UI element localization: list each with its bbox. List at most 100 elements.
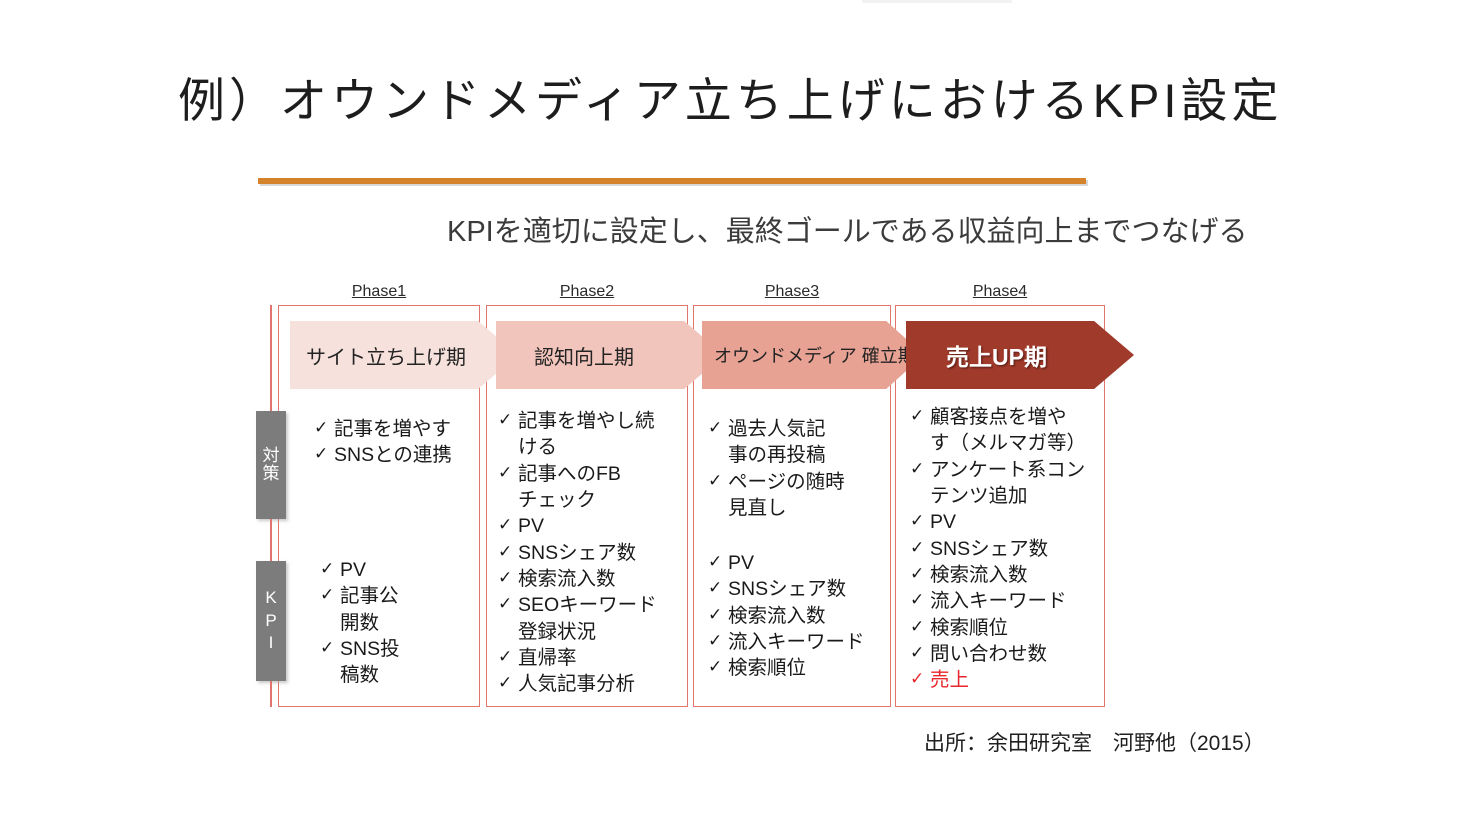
checklist-item-label: す（メルマガ等） bbox=[930, 432, 1087, 455]
side-connector-bottom bbox=[270, 681, 272, 707]
checklist-item: ✓問い合わせ数 bbox=[910, 642, 1106, 667]
phase3-kpi-list: ✓PV✓SNSシェア数✓検索流入数✓流入キーワード✓検索順位 bbox=[708, 551, 888, 683]
row-label-measures: 対 策 bbox=[256, 411, 286, 519]
check-icon: ✓ bbox=[498, 410, 513, 429]
checklist-item-label: 検索流入数 bbox=[518, 568, 616, 591]
checklist-item-label: チェック bbox=[518, 489, 597, 512]
phase1-kpi-list: ✓PV✓記事公✓開数✓SNS投✓稿数 bbox=[320, 558, 480, 690]
checklist-item: ✓テンツ追加 bbox=[910, 484, 1106, 509]
checklist-item-label: ページの随時 bbox=[728, 470, 845, 493]
check-icon: ✓ bbox=[708, 552, 723, 571]
check-icon: ✓ bbox=[910, 511, 925, 531]
phase2-list: ✓記事を増やし続✓ける✓記事へのFB✓チェック✓PV✓SNSシェア数✓検索流入数… bbox=[498, 409, 688, 699]
side-connector-middle bbox=[270, 519, 272, 561]
checklist-item-label: 事の再投稿 bbox=[728, 444, 826, 467]
check-icon: ✓ bbox=[498, 594, 513, 614]
check-icon: ✓ bbox=[910, 406, 925, 425]
checklist-item: ✓稿数 bbox=[320, 663, 480, 688]
checklist-item: ✓ 過去人気記 bbox=[708, 417, 888, 442]
checklist-item: ✓SNSシェア数 bbox=[498, 541, 688, 566]
row-label-kpi: K P I bbox=[256, 561, 286, 681]
checklist-item-label: 稿数 bbox=[340, 664, 380, 687]
checklist-item-label: 記事へのFB bbox=[518, 462, 621, 485]
checklist-item-label: 記事公 bbox=[340, 585, 399, 608]
source-attribution: 出所：余田研究室 河野他（2015） bbox=[924, 732, 1265, 755]
checklist-item: ✓検索流入数 bbox=[708, 604, 888, 629]
check-icon: ✓ bbox=[320, 585, 335, 605]
check-icon: ✓ bbox=[910, 590, 925, 610]
check-icon: ✓ bbox=[498, 647, 513, 667]
checklist-item-label: 検索順位 bbox=[728, 657, 807, 680]
checklist-item: ✓見直し bbox=[708, 496, 888, 521]
checklist-item-label: 検索順位 bbox=[930, 616, 1009, 639]
phase-roadmap-diagram: Phase1 Phase2 Phase3 Phase4 サイト立ち上げ期 認知向… bbox=[256, 283, 1134, 713]
row-label-kpi-char-1: K bbox=[265, 588, 277, 608]
phase-arrow-3: オウンドメディア 確立期 bbox=[702, 321, 924, 389]
checklist-item-label: PV bbox=[518, 515, 545, 538]
check-icon: ✓ bbox=[708, 418, 723, 437]
checklist-item-label: PV bbox=[930, 511, 957, 534]
phase3-measures-list: ✓過去人気記✓事の再投稿✓ページの随時✓見直し bbox=[708, 417, 888, 522]
checklist-item-label: 記事を増やす bbox=[334, 418, 452, 440]
checklist-item-label: 検索流入数 bbox=[930, 564, 1028, 587]
checklist-item-label: テンツ追加 bbox=[930, 485, 1028, 508]
phase-caption-2: Phase2 bbox=[559, 283, 615, 300]
checklist-item-label: SNSとの連携 bbox=[334, 444, 452, 467]
page-subtitle: KPIを適切に設定し、最終ゴールである収益向上までつなげる bbox=[447, 216, 1248, 248]
phase-caption-1: Phase1 bbox=[351, 283, 407, 300]
checklist-item-label: 売上 bbox=[930, 669, 970, 692]
row-label-measures-char-2: 策 bbox=[262, 464, 280, 483]
phase-arrow-2: 認知向上期 bbox=[496, 321, 724, 389]
checklist-item: ✓PV bbox=[910, 510, 1106, 535]
checklist-item: ✓アンケート系コン bbox=[910, 458, 1106, 483]
checklist-item: ✓流入キーワード bbox=[910, 589, 1106, 614]
checklist-item: ✓ PV bbox=[708, 551, 888, 576]
checklist-item: ✓登録状況 bbox=[498, 620, 688, 645]
checklist-item-label: 直帰率 bbox=[518, 647, 577, 670]
checklist-item-label: SNSシェア数 bbox=[930, 537, 1049, 560]
checklist-item: ✓検索流入数 bbox=[910, 563, 1106, 588]
check-icon: ✓ bbox=[498, 515, 513, 535]
checklist-item: ✓売上 bbox=[910, 668, 1106, 693]
check-icon: ✓ bbox=[320, 559, 335, 578]
check-icon: ✓ bbox=[314, 444, 329, 464]
checklist-item: ✓す（メルマガ等） bbox=[910, 431, 1106, 456]
check-icon: ✓ bbox=[708, 470, 723, 490]
checklist-item: ✓PV bbox=[498, 514, 688, 539]
check-icon: ✓ bbox=[314, 418, 329, 437]
checklist-item: ✓SNSシェア数 bbox=[910, 537, 1106, 562]
checklist-item: ✓PV bbox=[320, 558, 480, 583]
checklist-item: ✓ページの随時 bbox=[708, 470, 888, 495]
checklist-item-label: 登録状況 bbox=[518, 620, 597, 643]
checklist-item: ✓SNSシェア数 bbox=[708, 577, 888, 602]
checklist-item-label: 過去人気記 bbox=[728, 418, 826, 440]
check-icon: ✓ bbox=[910, 643, 925, 663]
row-label-kpi-char-3: I bbox=[268, 633, 274, 653]
check-icon: ✓ bbox=[708, 657, 723, 677]
checklist-item: ✓流入キーワード bbox=[708, 630, 888, 655]
phase-caption-3: Phase3 bbox=[764, 283, 820, 300]
checklist-item: ✓SNSとの連携 bbox=[314, 443, 482, 468]
check-icon: ✓ bbox=[910, 458, 925, 478]
check-icon: ✓ bbox=[910, 669, 925, 689]
checklist-item: ✓事の再投稿 bbox=[708, 443, 888, 468]
checklist-item-label: 流入キーワード bbox=[930, 590, 1067, 613]
checklist-item-label: 問い合わせ数 bbox=[930, 643, 1048, 666]
checklist-item: ✓直帰率 bbox=[498, 646, 688, 671]
checklist-item-label: PV bbox=[728, 552, 755, 574]
checklist-item-label: 開数 bbox=[340, 611, 380, 634]
check-icon: ✓ bbox=[708, 631, 723, 651]
checklist-item-label: SNSシェア数 bbox=[518, 541, 637, 564]
check-icon: ✓ bbox=[498, 541, 513, 561]
phase-arrow-label-1: サイト立ち上げ期 bbox=[306, 346, 466, 369]
phase-arrow-4: 売上UP期 bbox=[906, 321, 1134, 389]
checklist-item-label: 記事を増やし続 bbox=[518, 410, 655, 432]
checklist-item-label: SNS投 bbox=[340, 638, 400, 661]
checklist-item: ✓人気記事分析 bbox=[498, 672, 688, 697]
checklist-item: ✓開数 bbox=[320, 611, 480, 636]
check-icon: ✓ bbox=[910, 616, 925, 636]
check-icon: ✓ bbox=[910, 564, 925, 584]
checklist-item: ✓検索順位 bbox=[708, 656, 888, 681]
divider-bar bbox=[258, 178, 1086, 184]
top-edge-artifact bbox=[862, 0, 1012, 3]
